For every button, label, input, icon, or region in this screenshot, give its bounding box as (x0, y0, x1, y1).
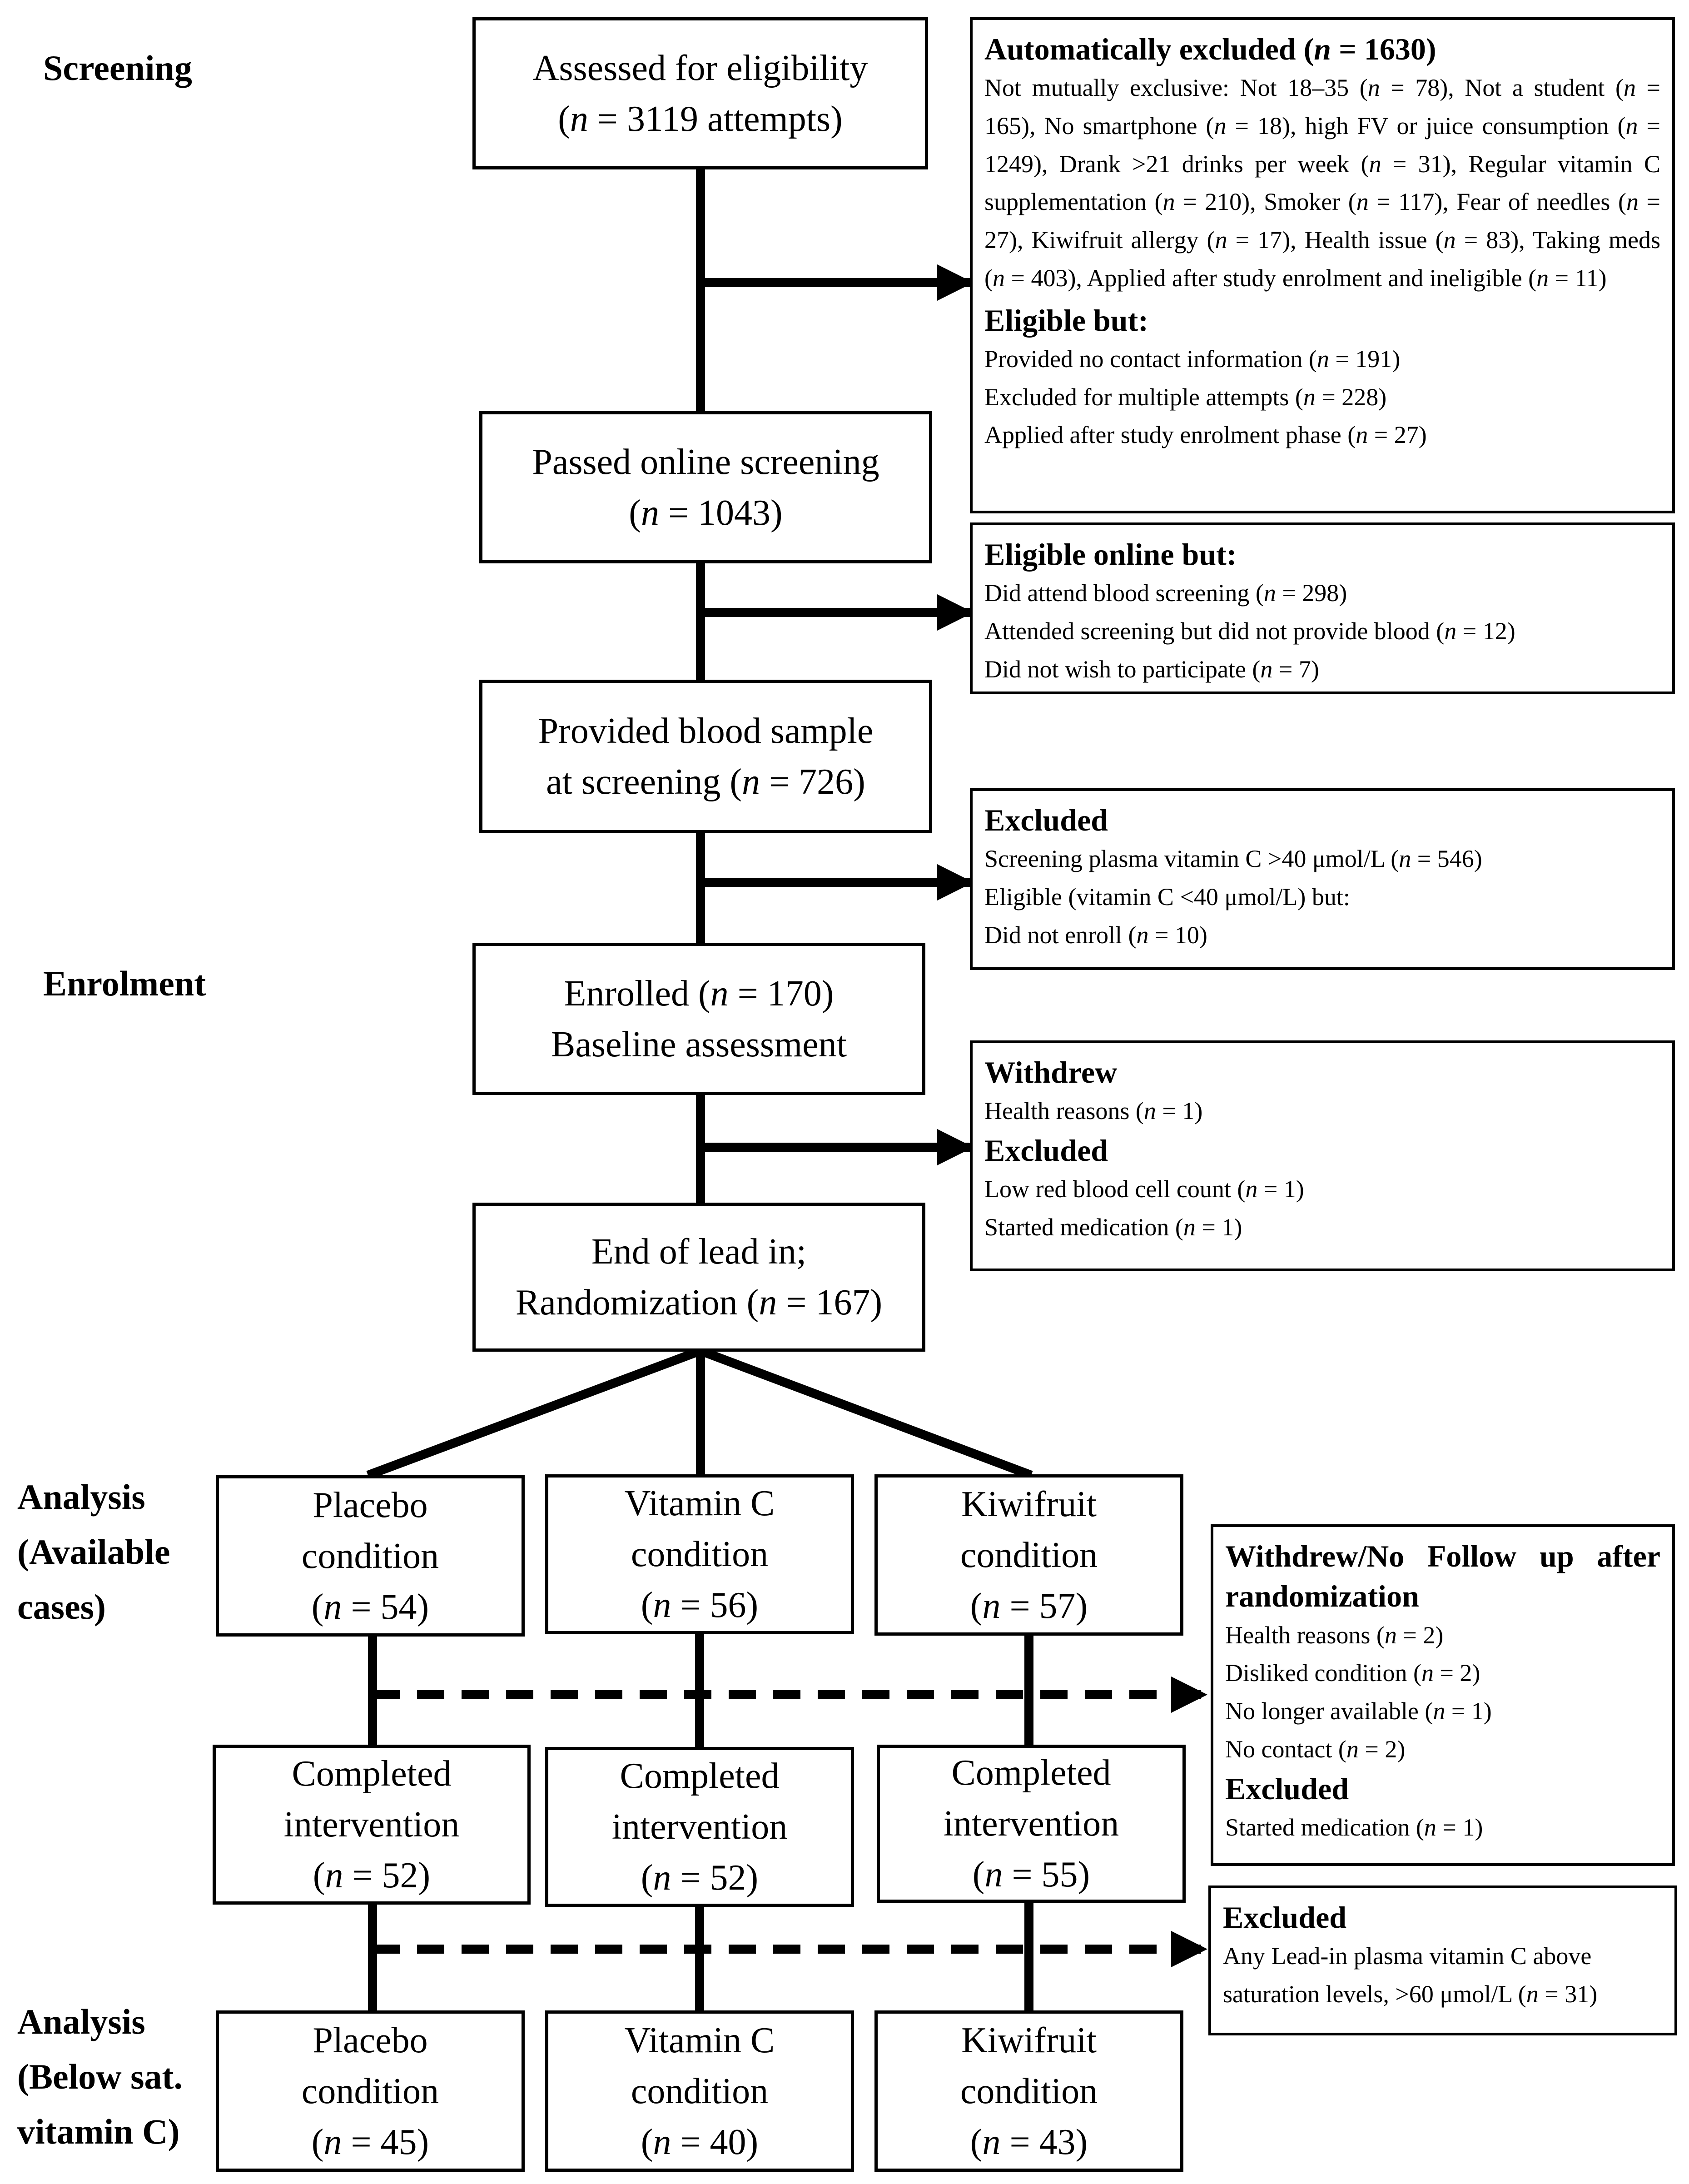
heading-excluded: Excluded (984, 1133, 1108, 1168)
exclusion-item: Did not wish to participate (n = 7) (984, 655, 1319, 683)
box-arm-kiwifruit-completed: Completed intervention (n = 55) (877, 1745, 1186, 1903)
connector-branch-placebo (366, 1346, 702, 1480)
exclusion-item: Health reasons (n = 2) (1225, 1621, 1444, 1649)
exclusion-item: Disliked condition (n = 2) (1225, 1659, 1480, 1687)
box-arm-placebo-completed: Completed intervention (n = 52) (213, 1745, 531, 1905)
panel-leadin-withdrew-excluded: Withdrew Health reasons (n = 1) Excluded… (970, 1040, 1675, 1271)
box-arm-vitamin-c-completed: Completed intervention (n = 52) (545, 1747, 854, 1907)
exclusion-item: Excluded for multiple attempts (n = 228) (984, 383, 1387, 411)
box-randomization: End of lead in; Randomization (n = 167) (472, 1203, 925, 1352)
heading-excluded: Excluded (1223, 1900, 1347, 1935)
exclusion-item: No contact (n = 2) (1225, 1735, 1406, 1763)
heading-eligible-online-but: Eligible online but: (984, 537, 1237, 572)
heading-automatically-excluded: Automatically excluded (n = 1630) (984, 32, 1436, 66)
box-assessed-eligibility: Assessed for eligibility (n = 3119 attem… (472, 17, 928, 169)
heading-excluded: Excluded (984, 803, 1108, 837)
box-arm-kiwifruit-analysis: Kiwifruit condition (n = 43) (874, 2010, 1183, 2172)
exclusion-item: Any Lead-in plasma vitamin C above satur… (1223, 1942, 1598, 2008)
box-passed-online-screening: Passed online screening (n = 1043) (479, 411, 932, 563)
exclusion-item: Screening plasma vitamin C >40 μmol/L (n… (984, 845, 1482, 873)
stage-screening: Screening (43, 48, 192, 88)
box-arm-vitamin-c-randomized: Vitamin C condition (n = 56) (545, 1474, 854, 1634)
box-arm-placebo-analysis: Placebo condition (n = 45) (216, 2010, 525, 2172)
exclusion-item: Applied after study enrolment phase (n =… (984, 421, 1427, 449)
exclusion-item: Started medication (n = 1) (984, 1214, 1242, 1241)
heading-excluded: Excluded (1225, 1771, 1349, 1806)
exclusion-item: Did not enroll (n = 10) (984, 921, 1207, 949)
stage-enrolment: Enrolment (43, 964, 206, 1003)
heading-withdrew-no-follow-up: Withdrew/No Follow up after randomizatio… (1225, 1539, 1660, 1614)
box-arm-vitamin-c-analysis: Vitamin C condition (n = 40) (545, 2010, 854, 2172)
exclusion-item: Provided no contact information (n = 191… (984, 345, 1401, 373)
panel-eligible-online-but: Eligible online but: Did attend blood sc… (970, 522, 1675, 694)
panel-automatically-excluded: Automatically excluded (n = 1630) Not mu… (970, 17, 1675, 513)
box-arm-kiwifruit-randomized: Kiwifruit condition (n = 57) (874, 1474, 1183, 1636)
exclusion-item: No longer available (n = 1) (1225, 1697, 1492, 1725)
exclusion-item: Did attend blood screening (n = 298) (984, 579, 1347, 607)
stage-analysis-below: Analysis (Below sat. vitamin C) (17, 2002, 183, 2151)
text-exclusion-criteria: Not mutually exclusive: Not 18–35 (n = 7… (984, 74, 1661, 292)
heading-withdrew: Withdrew (984, 1055, 1118, 1090)
exclusion-item: Health reasons (n = 1) (984, 1097, 1203, 1125)
stage-analysis-available: Analysis (Available cases) (17, 1477, 170, 1627)
box-provided-blood-sample: Provided blood sample at screening (n = … (479, 680, 932, 833)
exclusion-item: Eligible (vitamin C <40 μmol/L) but: (984, 883, 1350, 911)
exclusion-item: Attended screening but did not provide b… (984, 617, 1515, 645)
heading-eligible-but: Eligible but: (984, 303, 1148, 338)
box-enrolled: Enrolled (n = 170) Baseline assessment (472, 943, 925, 1095)
panel-screening-excluded: Excluded Screening plasma vitamin C >40 … (970, 788, 1675, 970)
connector-branch-kiwifruit (699, 1346, 1033, 1480)
panel-saturation-excluded: Excluded Any Lead-in plasma vitamin C ab… (1208, 1886, 1677, 2035)
panel-followup-withdrew-excluded: Withdrew/No Follow up after randomizatio… (1211, 1524, 1675, 1866)
exclusion-item: Started medication (n = 1) (1225, 1813, 1483, 1841)
box-arm-placebo-randomized: Placebo condition (n = 54) (216, 1475, 525, 1637)
exclusion-item: Low red blood cell count (n = 1) (984, 1175, 1304, 1203)
